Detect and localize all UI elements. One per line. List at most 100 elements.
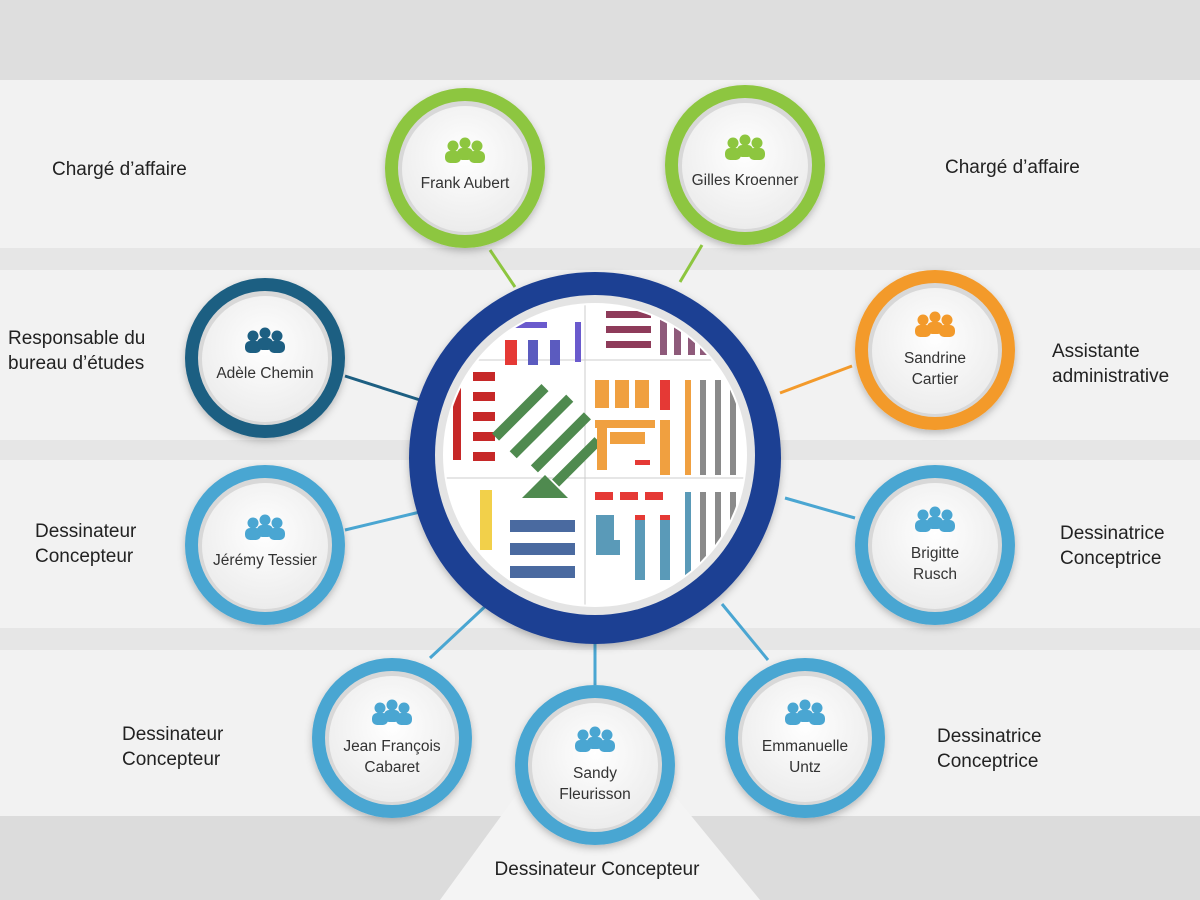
floorplan-rack: [473, 452, 495, 461]
people-group-icon: [915, 506, 955, 532]
floorplan-rack: [645, 492, 663, 500]
floorplan-rack: [509, 394, 574, 459]
node-name-line: Sandy: [573, 765, 617, 782]
node-face: [872, 483, 998, 609]
role-label-line: Conceptrice: [937, 751, 1038, 772]
floorplan-rack: [660, 380, 670, 410]
node-face: [329, 676, 455, 802]
connector-frank-aubert: [488, 249, 517, 288]
node-gilles-kroenner[interactable]: Gilles Kroenner: [665, 85, 825, 245]
floorplan-rack: [480, 490, 492, 550]
node-jeremy-tessier[interactable]: Jérémy Tessier: [185, 465, 345, 625]
floorplan-rack: [453, 380, 461, 460]
node-name-line: Brigitte: [911, 545, 959, 562]
floorplan-rack: [510, 543, 575, 555]
floorplan-rack: [660, 420, 670, 475]
node-name: Gilles Kroenner: [692, 172, 799, 189]
node-name: Jérémy Tessier: [213, 552, 317, 569]
node-name-line: Frank Aubert: [421, 175, 510, 192]
node-face: [202, 483, 328, 609]
node-name-line: Gilles Kroenner: [692, 172, 799, 189]
node-name-line: Emmanuelle: [762, 738, 848, 755]
connector-brigitte-rusch: [784, 496, 856, 520]
people-group-icon: [445, 137, 485, 163]
floorplan-rack: [615, 380, 629, 408]
node-adele-chemin[interactable]: Adèle Chemin: [185, 278, 345, 438]
role-label-sandy-fleurisson: Dessinateur Concepteur: [495, 859, 701, 880]
floorplan-rack: [660, 515, 670, 580]
floorplan-rack: [635, 380, 649, 408]
role-label-line: bureau d’études: [8, 353, 144, 374]
node-name-line: Adèle Chemin: [216, 365, 313, 382]
people-group-icon: [245, 514, 285, 540]
floorplan-rack: [685, 492, 691, 582]
node-face: [532, 703, 658, 829]
floorplan-rack: [610, 540, 620, 555]
people-group-icon: [725, 134, 765, 160]
role-label-line: Dessinatrice: [937, 726, 1042, 747]
node-name: Adèle Chemin: [216, 365, 313, 382]
floorplan-rack: [635, 460, 650, 465]
floorplan-rack: [510, 520, 575, 532]
role-label-line: Chargé d’affaire: [52, 159, 187, 180]
node-frank-aubert[interactable]: Frank Aubert: [385, 88, 545, 248]
floorplan-rack: [595, 492, 613, 500]
node-face: [872, 288, 998, 414]
connector-gilles-kroenner: [678, 244, 704, 283]
center-floorplan-circle: [409, 272, 781, 644]
connector-jeremy-tessier: [344, 510, 421, 532]
role-label-gilles-kroenner: Chargé d’affaire: [945, 157, 1080, 178]
floorplan-rack: [595, 420, 655, 428]
node-face: [202, 296, 328, 422]
connector-emmanuelle-untz: [720, 603, 770, 661]
role-label-line: Assistante: [1052, 341, 1140, 362]
connectors: [344, 244, 856, 685]
floorplan-rack: [595, 380, 609, 408]
node-face: [682, 103, 808, 229]
node-name: Frank Aubert: [421, 175, 510, 192]
floorplan-rack: [505, 322, 547, 328]
node-name-line: Cabaret: [364, 759, 420, 776]
floorplan-rack: [575, 322, 581, 362]
floorplan-rack: [596, 515, 614, 555]
floorplan-rack: [552, 437, 602, 487]
role-label-line: Dessinateur: [35, 521, 137, 542]
role-label-sandrine-cartier: Assistante administrative: [1052, 341, 1169, 387]
people-group-icon: [575, 726, 615, 752]
floorplan-rack: [473, 392, 495, 401]
floorplan-rack: [715, 492, 721, 582]
floorplan-rack: [505, 340, 517, 365]
floorplan-rack: [660, 305, 667, 355]
role-label-line: Conceptrice: [1060, 548, 1161, 569]
node-name-line: Fleurisson: [559, 786, 631, 803]
floorplan-rack: [528, 340, 538, 365]
role-label-line: Dessinateur: [122, 724, 224, 745]
floorplan-rack: [715, 380, 721, 475]
node-name-line: Rusch: [913, 566, 957, 583]
floorplan-rack: [674, 305, 681, 355]
people-group-icon: [785, 699, 825, 725]
node-face: [742, 676, 868, 802]
role-label-line: Concepteur: [35, 546, 134, 567]
floorplan-rack: [473, 372, 495, 381]
role-label-line: Dessinatrice: [1060, 523, 1165, 544]
role-label-line: administrative: [1052, 366, 1169, 387]
node-name-line: Jérémy Tessier: [213, 552, 317, 569]
node-name-line: Untz: [789, 759, 821, 776]
floorplan-rack: [473, 432, 495, 441]
floorplan-rack: [620, 492, 638, 500]
floorplan-rack: [610, 432, 645, 444]
people-group-icon: [372, 699, 412, 725]
floorplan-rack: [660, 515, 670, 520]
